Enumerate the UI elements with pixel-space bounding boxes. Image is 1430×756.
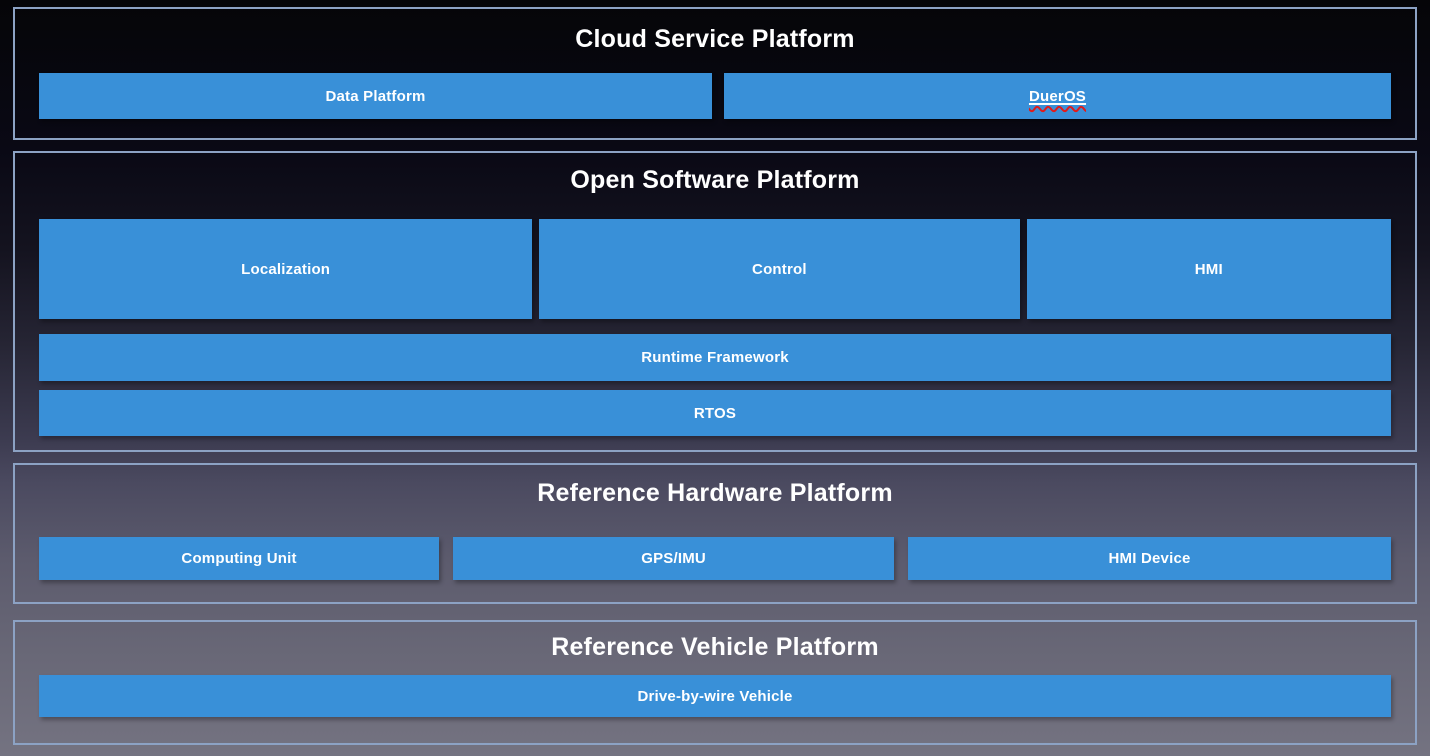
section-open-software-platform: Open Software Platform Localization Cont… <box>13 151 1417 452</box>
hardware-section-title: Reference Hardware Platform <box>537 479 893 507</box>
box-localization: Localization <box>39 219 533 319</box>
box-computing-unit: Computing Unit <box>39 537 440 580</box>
bar-drive-by-wire-vehicle-label: Drive-by-wire Vehicle <box>637 687 793 705</box>
box-data-platform-label: Data Platform <box>325 87 426 105</box>
bar-drive-by-wire-vehicle: Drive-by-wire Vehicle <box>39 675 1391 717</box>
bar-rtos: RTOS <box>39 390 1391 436</box>
software-boxes-row: Localization Control HMI <box>39 219 1391 319</box>
cloud-section-title: Cloud Service Platform <box>575 25 855 53</box>
software-section-title: Open Software Platform <box>570 166 860 194</box>
section-reference-vehicle-platform: Reference Vehicle Platform Drive-by-wire… <box>13 620 1417 745</box>
box-data-platform: Data Platform <box>39 73 712 119</box>
box-hmi: HMI <box>1026 219 1391 319</box>
vehicle-section-title: Reference Vehicle Platform <box>551 633 879 661</box>
box-localization-label: Localization <box>241 260 331 278</box>
box-dueros: DuerOS <box>724 73 1391 119</box>
box-control: Control <box>539 219 1020 319</box>
section-cloud-service-platform: Cloud Service Platform Data Platform Due… <box>13 7 1417 140</box>
box-hmi-device-label: HMI Device <box>1108 550 1191 567</box>
bar-runtime-framework: Runtime Framework <box>39 334 1391 381</box>
box-dueros-label: DuerOS <box>1028 87 1087 105</box>
box-computing-unit-label: Computing Unit <box>181 550 297 567</box>
hardware-boxes-row: Computing Unit GPS/IMU HMI Device <box>39 537 1391 580</box>
box-hmi-label: HMI <box>1194 260 1223 278</box>
cloud-boxes-row: Data Platform DuerOS <box>39 73 1391 119</box>
bar-rtos-label: RTOS <box>693 404 737 422</box>
box-control-label: Control <box>752 260 807 278</box>
box-hmi-device: HMI Device <box>908 537 1391 580</box>
bar-runtime-framework-label: Runtime Framework <box>641 349 789 366</box>
section-reference-hardware-platform: Reference Hardware Platform Computing Un… <box>13 463 1417 604</box>
box-gps-imu-label: GPS/IMU <box>641 550 706 567</box>
box-gps-imu: GPS/IMU <box>453 537 895 580</box>
